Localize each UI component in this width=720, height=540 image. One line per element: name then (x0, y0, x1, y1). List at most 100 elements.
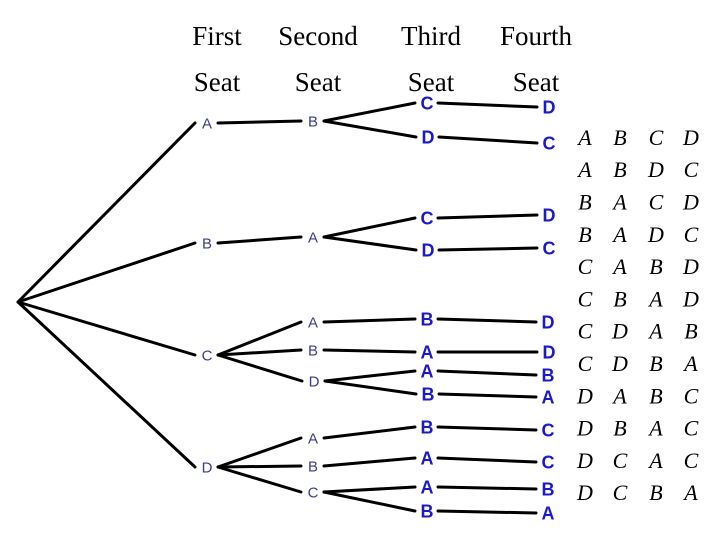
outcome-letter-r5-c3: B (649, 254, 662, 279)
tree-node-letter-n3BAC: C (421, 208, 434, 228)
outcome-letter-r1-c1: A (576, 125, 592, 150)
tree-edge-n1D-n2DA (216, 436, 303, 469)
outcome-letter-r2-c3: D (647, 157, 664, 182)
tree-edge-n1A-n2AB (216, 119, 303, 125)
outcome-letter-r2-c4: C (684, 157, 699, 182)
outcome-letter-r5-c1: C (578, 254, 593, 279)
tree-edge-n3DAB-n4DABC (436, 425, 538, 432)
outcome-letter-r5-c4: D (682, 254, 699, 279)
header-second-line1: Second (278, 21, 358, 51)
tree-node-letter-n3CAB: B (421, 309, 434, 329)
header-first-line1: First (192, 21, 242, 51)
tree-node-letter-n3CDA: A (421, 361, 434, 381)
outcome-letter-r10-c3: A (647, 416, 663, 441)
outcome-letter-r8-c2: D (611, 351, 628, 376)
tree-node-letter-n2DB: B (308, 458, 318, 475)
tree-node-letter-n3DCB: B (421, 501, 434, 521)
outcome-letter-r5-c2: A (611, 254, 627, 279)
tree-node-letter-n3DAB: B (421, 417, 434, 437)
tree-edge-n2BA-n3BAC (322, 216, 417, 239)
tree-node-letter-n3DBA: A (421, 448, 434, 468)
tree-node-letter-n4ABDC: C (543, 133, 556, 153)
tree-node-letter-n3CBA: A (421, 342, 434, 362)
tree-edge-n3DBA-n4DBAC (436, 456, 538, 464)
outcome-letter-r4-c2: A (611, 222, 627, 247)
outcome-letter-r6-c1: C (578, 286, 593, 311)
tree-edge-n1C-n2CA (216, 320, 303, 357)
column-header-fourth-seat: Fourth Seat (500, 13, 572, 105)
tree-edge-root-n1A (16, 121, 197, 304)
tree-edge-n3DCA-n4DCAB (436, 485, 538, 491)
tree-node-letter-n4DCAB: B (542, 479, 555, 499)
outcome-letter-r3-c1: B (578, 190, 591, 215)
tree-edge-n2CA-n3CAB (322, 317, 417, 324)
tree-edge-root-n1C (16, 300, 197, 357)
tree-node-letter-n4CABD: D (542, 312, 555, 332)
outcome-letter-r4-c4: C (684, 222, 699, 247)
tree-edge-n3BAD-n4BADC (437, 246, 539, 252)
tree-edge-root-n1B (16, 241, 197, 304)
tree-edge-n1D-n2DB (216, 464, 303, 469)
tree-node-letter-n4DCBA: A (542, 503, 555, 523)
tree-node-letter-n2AB: B (308, 113, 318, 130)
column-header-third-seat: Third Seat (401, 13, 461, 105)
tree-edge-n1C-n2CB (216, 348, 303, 357)
tree-node-letter-n3CDB: B (422, 384, 435, 404)
outcome-letter-r1-c3: C (649, 125, 664, 150)
tree-edge-n2CD-n3CDA (323, 369, 417, 383)
outcome-letter-r8-c4: A (682, 351, 698, 376)
tree-node-letter-n3ABC: C (421, 93, 434, 113)
tree-edge-n2BA-n3BAD (322, 235, 418, 252)
tree-edge-n2CD-n3CDB (323, 379, 418, 396)
tree-node-letter-n2CB: B (308, 342, 318, 359)
tree-node-letter-n2CA: A (308, 314, 318, 331)
outcome-letter-r3-c2: A (611, 190, 627, 215)
outcome-letter-r2-c1: A (576, 157, 592, 182)
tree-node-letter-n4BACD: D (543, 205, 556, 225)
outcome-letter-r12-c3: B (649, 480, 662, 505)
outcome-letter-r2-c2: B (613, 157, 626, 182)
tree-node-letter-n4DBAC: C (542, 452, 555, 472)
column-header-first-seat: First Seat (192, 13, 242, 105)
tree-node-letter-n1A: A (202, 115, 212, 132)
outcome-letter-r11-c4: C (684, 448, 699, 473)
tree-node-letter-n4DABC: C (542, 420, 555, 440)
tree-node-letter-n4CDBA: A (542, 387, 555, 407)
tree-node-letter-n4CDAB: B (542, 365, 555, 385)
outcome-letter-r12-c1: D (576, 480, 593, 505)
outcome-letter-r7-c4: B (684, 319, 697, 344)
outcome-letter-r6-c3: A (647, 286, 663, 311)
outcome-letter-r1-c2: B (613, 125, 626, 150)
outcome-letter-r7-c2: D (611, 319, 628, 344)
outcome-letter-r11-c1: D (576, 448, 593, 473)
header-fourth-line1: Fourth (499, 21, 573, 51)
tree-edge-n3CDB-n4CDBA (437, 392, 538, 399)
header-first-line2: Seat (193, 67, 241, 97)
tree-node-letter-n3ABD: D (422, 127, 435, 147)
outcome-letter-r9-c4: C (684, 383, 699, 408)
header-fourth-line2: Seat (512, 67, 560, 97)
tree-node-letter-n1B: B (202, 235, 212, 252)
outcome-letter-r12-c4: A (682, 480, 698, 505)
tree-node-letter-n4CBAD: D (543, 342, 556, 362)
outcome-letter-r11-c3: A (647, 448, 663, 473)
outcome-letter-r8-c1: C (578, 351, 593, 376)
tree-edge-n2DC-n3DCB (322, 490, 417, 513)
outcome-letter-r9-c2: A (611, 383, 627, 408)
tree-node-letter-n4BADC: C (543, 238, 556, 258)
tree-edge-n2AB-n3ABD (322, 119, 418, 139)
outcome-letter-r3-c3: C (649, 190, 664, 215)
tree-node-letter-n2DA: A (308, 430, 318, 447)
outcome-letter-r1-c4: D (682, 125, 699, 150)
tree-node-letter-n2DC: C (308, 484, 319, 501)
outcome-letter-r7-c1: C (578, 319, 593, 344)
outcome-letter-r7-c3: A (647, 319, 663, 344)
tree-edge-n3CAB-n4CABD (436, 317, 538, 324)
tree-node-letter-n2CD: D (309, 373, 320, 390)
tree-edge-n3DCB-n4DCBA (436, 509, 538, 515)
column-header-second-seat: Second Seat (278, 13, 357, 105)
outcome-letter-r11-c2: C (613, 448, 628, 473)
tree-node-letter-n1C: C (202, 347, 213, 364)
